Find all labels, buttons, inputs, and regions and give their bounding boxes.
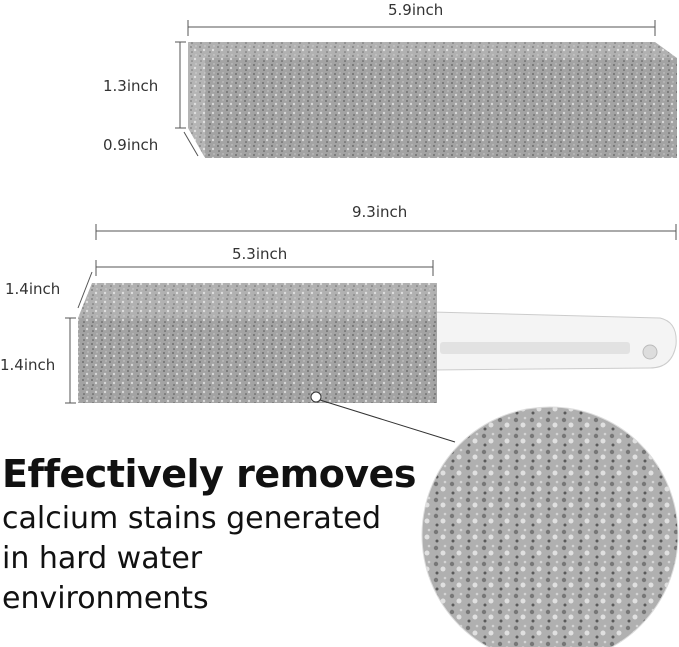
- texture-closeup: [422, 407, 678, 647]
- detail-marker: [310, 391, 322, 403]
- description-line-1: calcium stains generated: [2, 501, 382, 536]
- dim-head-depth: 1.4inch: [5, 280, 61, 298]
- description-line-2: in hard water: [2, 541, 203, 576]
- dim-head-height: 1.4inch: [0, 356, 56, 374]
- headline: Effectively removes: [2, 452, 416, 496]
- dim-head-length: 5.3inch: [232, 245, 288, 263]
- pumice-head: [78, 283, 437, 403]
- dim-pumice-height: 1.3inch: [103, 77, 159, 95]
- dim-total-length: 9.3inch: [352, 203, 408, 221]
- dim-pumice-depth: 0.9inch: [103, 136, 159, 154]
- dimension-lines: [65, 20, 677, 404]
- pumice-stone: [188, 42, 677, 158]
- brush-handle: [431, 311, 677, 371]
- callout-line: [319, 399, 456, 443]
- description-line-3: environments: [2, 581, 209, 616]
- dim-pumice-length: 5.9inch: [388, 1, 444, 19]
